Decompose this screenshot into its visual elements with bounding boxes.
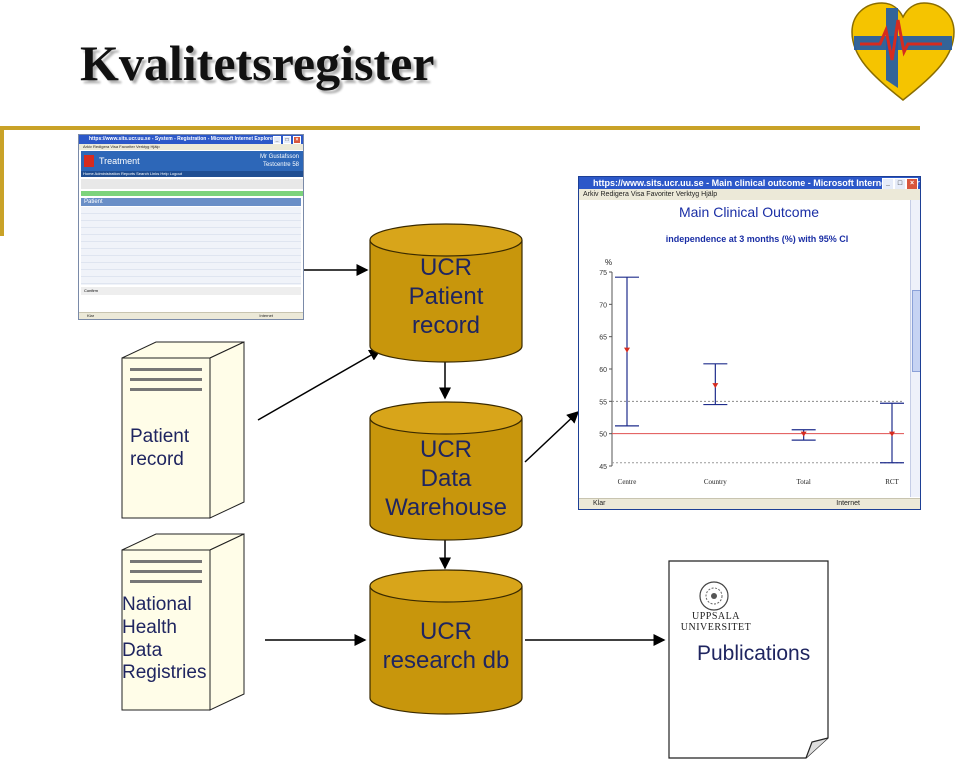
x-tick-label: Centre xyxy=(618,478,637,486)
publications-label: Publications xyxy=(697,642,811,665)
data-point xyxy=(712,383,719,389)
patient-summary-row xyxy=(81,179,303,189)
maximize-icon[interactable]: □ xyxy=(283,136,291,144)
treatment-app-title: Treatment xyxy=(99,156,140,166)
treatment-window-url: https://www.sits.ucr.uu.se - System - Re… xyxy=(89,136,275,142)
arrow-server-to-ucr xyxy=(257,349,382,421)
user-name: Mr Gustafsson xyxy=(259,154,299,160)
arrow-warehouse-to-chart xyxy=(524,410,580,463)
server-icon xyxy=(121,533,245,711)
treatment-window-titlebar: https://www.sits.ucr.uu.se - System - Re… xyxy=(79,135,303,144)
chart-window-titlebar: https://www.sits.ucr.uu.se - Main clinic… xyxy=(579,177,920,189)
title-rule xyxy=(0,126,920,130)
treatment-form-window: https://www.sits.ucr.uu.se - System - Re… xyxy=(78,134,304,320)
y-axis-label: % xyxy=(605,258,612,267)
chart-subtitle: independence at 3 months (%) with 95% CI xyxy=(666,234,849,244)
internet-zone: Internet xyxy=(836,500,860,507)
y-tick-label: 50 xyxy=(599,432,607,439)
app-logo-icon xyxy=(84,155,94,167)
patient-form-fields[interactable] xyxy=(81,207,301,285)
x-tick-label: Country xyxy=(704,478,727,486)
treatment-window-statusbar: Klar Internet xyxy=(79,312,303,319)
scrollbar-thumb[interactable] xyxy=(912,290,920,372)
maximize-icon[interactable]: □ xyxy=(894,178,906,189)
minimize-icon[interactable]: _ xyxy=(882,178,894,189)
data-point xyxy=(800,431,807,437)
centre-name: Testcentre 58 xyxy=(262,162,299,168)
document-icon xyxy=(668,560,829,759)
x-tick-label: RCT xyxy=(885,478,899,486)
vertical-scrollbar[interactable] xyxy=(910,200,920,497)
data-point xyxy=(889,431,895,437)
ucr-research-db-icon xyxy=(369,569,523,715)
y-tick-label: 70 xyxy=(599,302,607,309)
treatment-window-menu: Arkiv Redigera Visa Favoriter Verktyg Hj… xyxy=(79,144,303,150)
ucr-data-warehouse-db-icon xyxy=(369,401,523,541)
minimize-icon[interactable]: _ xyxy=(273,136,281,144)
server-icon xyxy=(121,341,245,519)
side-rule xyxy=(0,126,4,236)
y-tick-label: 55 xyxy=(599,399,607,406)
y-tick-label: 45 xyxy=(599,464,607,471)
y-tick-label: 75 xyxy=(599,270,607,277)
chart-window-url: https://www.sits.ucr.uu.se - Main clinic… xyxy=(593,178,920,188)
slide-title: Kvalitetsregister xyxy=(80,35,435,91)
treatment-nav-bar[interactable]: Home Administration Reports Search Links… xyxy=(81,171,303,177)
chart-title: Main Clinical Outcome xyxy=(679,204,819,220)
university-name-line1: UPPSALA xyxy=(692,611,740,622)
chart-window-statusbar: Klar Internet xyxy=(579,498,920,509)
status-text: Klar xyxy=(593,500,606,507)
university-name-line2: UNIVERSITET xyxy=(680,621,752,633)
close-icon[interactable]: × xyxy=(293,136,301,144)
y-tick-label: 60 xyxy=(599,367,607,374)
internet-zone: Internet xyxy=(259,313,273,318)
form-footer: Confirm xyxy=(81,287,301,295)
status-text: Klar xyxy=(87,313,95,318)
x-tick-label: Total xyxy=(797,478,811,486)
progress-bar xyxy=(81,191,303,196)
heart-ecg-logo-icon xyxy=(851,2,955,101)
ucr-patient-record-db-icon xyxy=(369,223,523,363)
university-logo-text: UPPSALA UNIVERSITET xyxy=(676,611,756,633)
patient-section-header: Patient xyxy=(81,198,301,206)
close-icon[interactable]: × xyxy=(906,178,918,189)
outcome-chart-window: https://www.sits.ucr.uu.se - Main clinic… xyxy=(578,176,921,510)
chart-window-menu: Arkiv Redigera Visa Favoriter Verktyg Hj… xyxy=(579,189,920,200)
outcome-chart: Main Clinical Outcome independence at 3 … xyxy=(599,204,904,486)
data-point xyxy=(624,347,630,353)
y-tick-label: 65 xyxy=(599,335,607,342)
